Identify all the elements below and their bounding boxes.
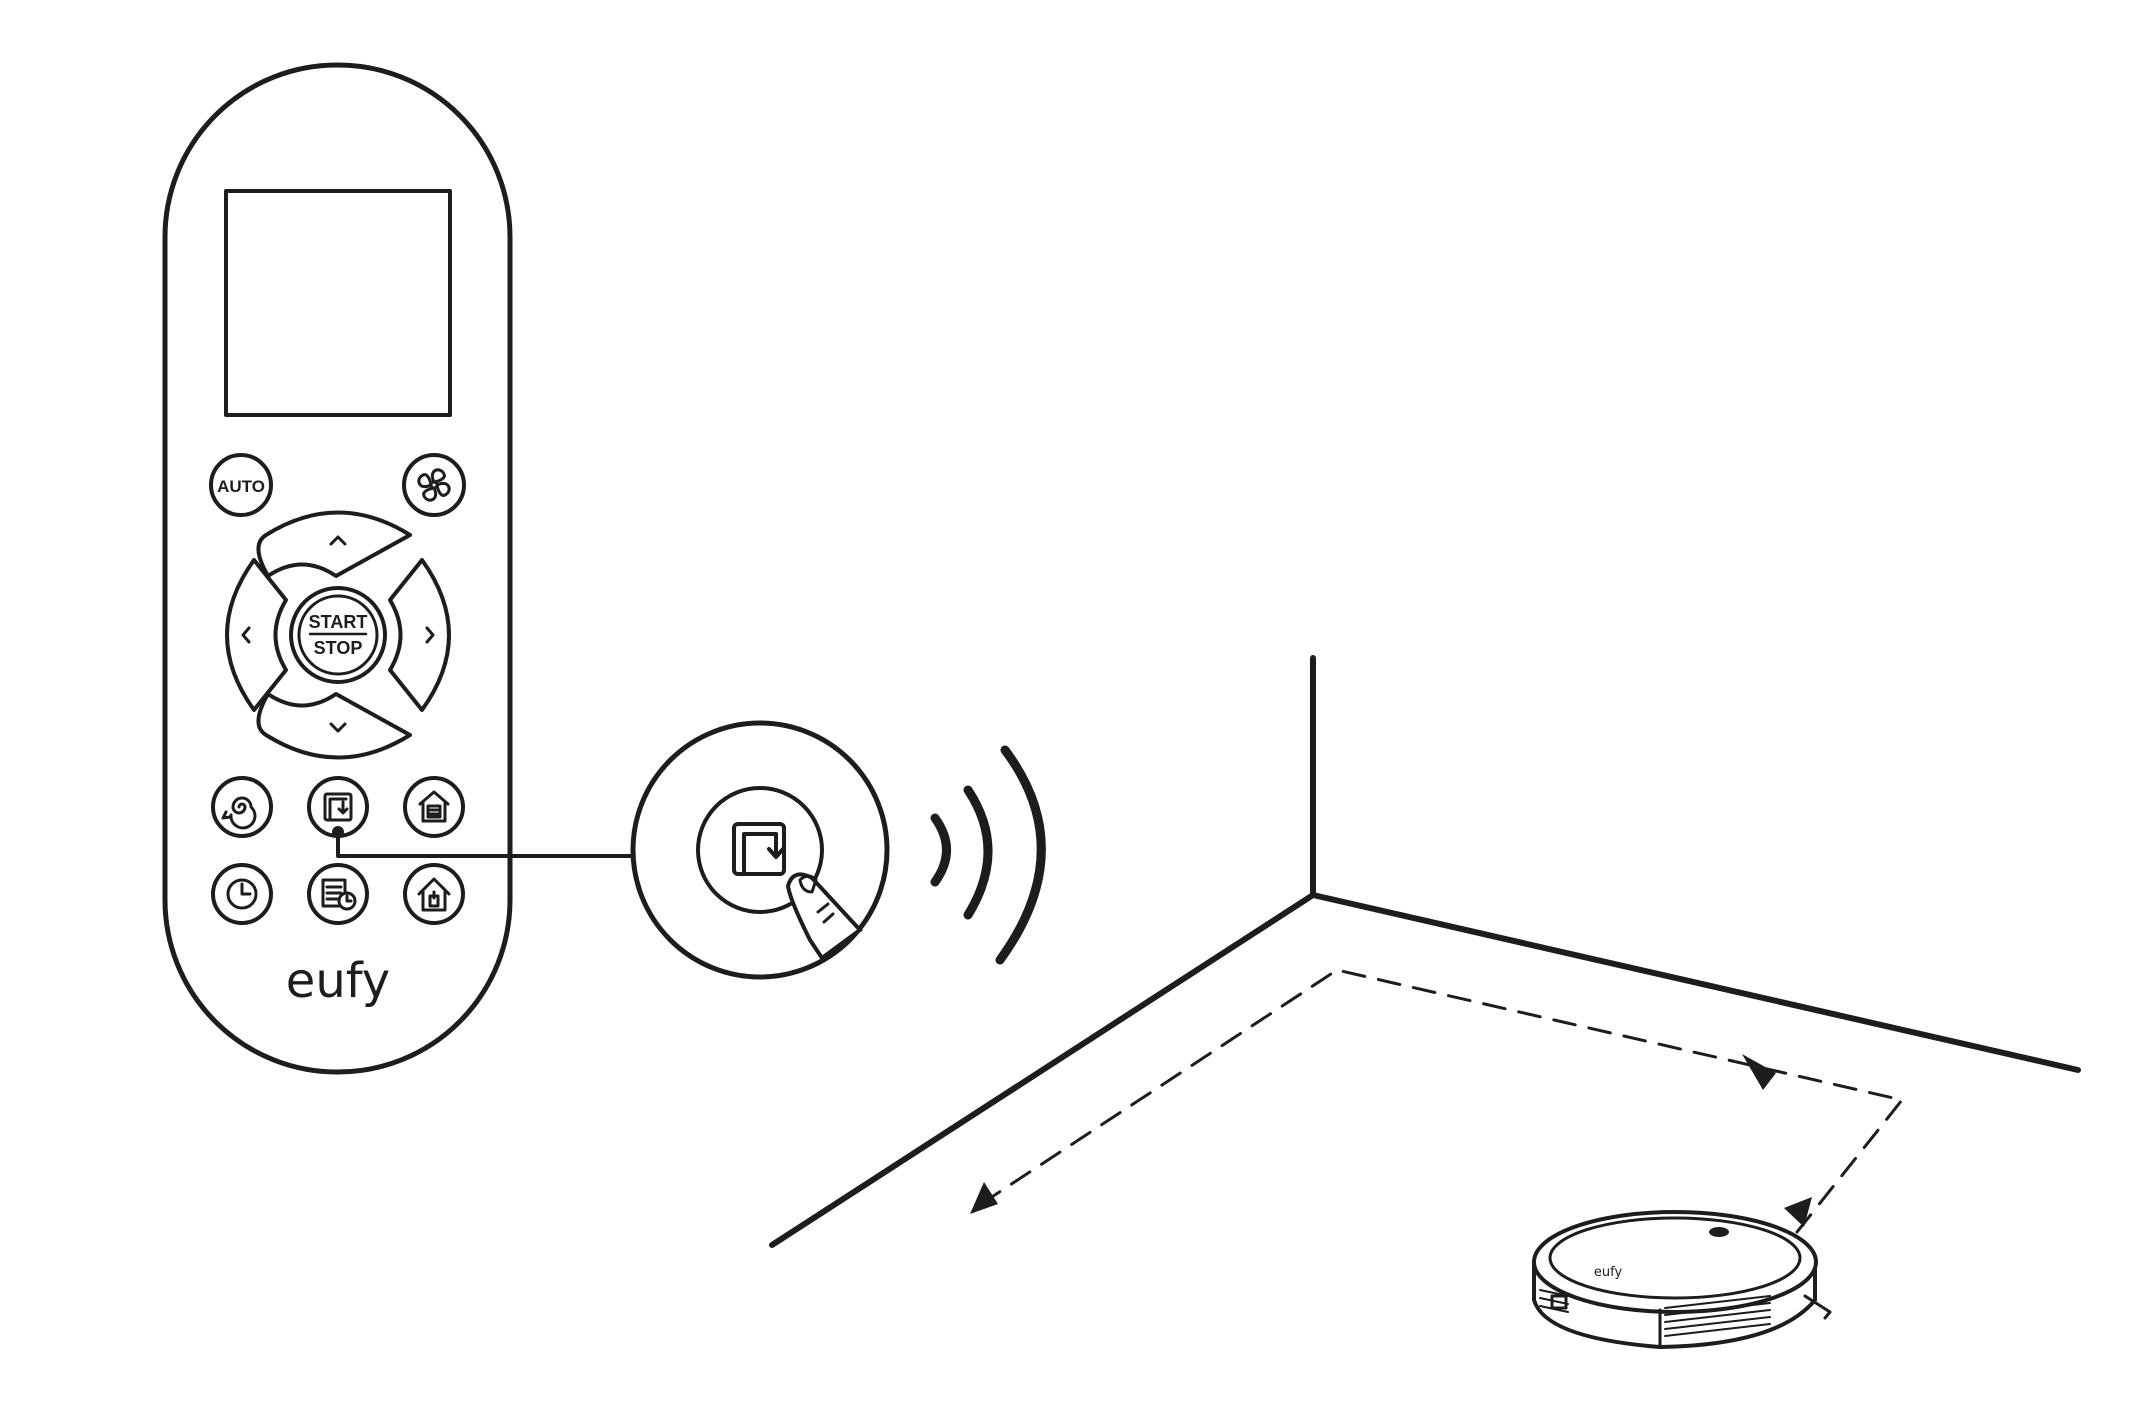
single-room-icon bbox=[418, 790, 450, 823]
up-button[interactable] bbox=[256, 510, 412, 578]
robot-vacuum: eufy bbox=[1532, 1210, 1832, 1349]
magnified-edge-clean-button bbox=[696, 786, 824, 914]
finger-icon bbox=[785, 872, 863, 961]
remote-body bbox=[162, 62, 513, 1075]
path-arrow-3 bbox=[970, 1182, 998, 1214]
callout-leader-line bbox=[336, 830, 634, 858]
clock-button[interactable] bbox=[211, 863, 273, 925]
room-corner bbox=[769, 655, 2081, 1248]
edge-clean-path bbox=[970, 968, 1904, 1234]
remote-control: AUTO bbox=[162, 62, 513, 1075]
single-room-button[interactable] bbox=[403, 776, 465, 838]
start-stop-button[interactable]: START STOP bbox=[289, 586, 387, 684]
robot-brand-logo: eufy bbox=[1594, 1265, 1623, 1280]
suction-button[interactable] bbox=[402, 453, 466, 517]
stop-label: STOP bbox=[314, 638, 363, 658]
start-label: START bbox=[309, 612, 368, 632]
edge-clean-icon bbox=[323, 792, 353, 822]
remote-display-screen bbox=[224, 189, 452, 417]
remote-brand-logo: eufy bbox=[286, 953, 390, 1009]
robot-side-brush bbox=[1803, 1294, 1832, 1320]
path-arrow-1 bbox=[1742, 1054, 1776, 1090]
chevron-down-icon bbox=[329, 722, 347, 733]
spot-clean-icon bbox=[221, 796, 257, 830]
left-button[interactable] bbox=[225, 558, 288, 712]
spot-clean-button[interactable] bbox=[211, 776, 273, 838]
robot-sensor bbox=[1709, 1227, 1729, 1237]
schedule-button[interactable] bbox=[307, 863, 369, 925]
down-button[interactable] bbox=[256, 692, 412, 760]
signal-waves-icon bbox=[930, 745, 1046, 965]
auto-button-label: AUTO bbox=[217, 477, 265, 496]
schedule-icon bbox=[321, 878, 357, 911]
home-button[interactable] bbox=[403, 863, 465, 925]
right-button[interactable] bbox=[388, 558, 451, 712]
auto-button[interactable]: AUTO bbox=[209, 453, 273, 517]
chevron-up-icon bbox=[329, 535, 347, 546]
callout bbox=[332, 720, 890, 980]
chevron-left-icon bbox=[241, 626, 251, 644]
fan-icon bbox=[417, 468, 451, 502]
path-arrow-2 bbox=[1784, 1197, 1812, 1227]
home-icon bbox=[417, 877, 451, 912]
chevron-right-icon bbox=[425, 626, 435, 644]
clock-icon bbox=[226, 878, 258, 910]
